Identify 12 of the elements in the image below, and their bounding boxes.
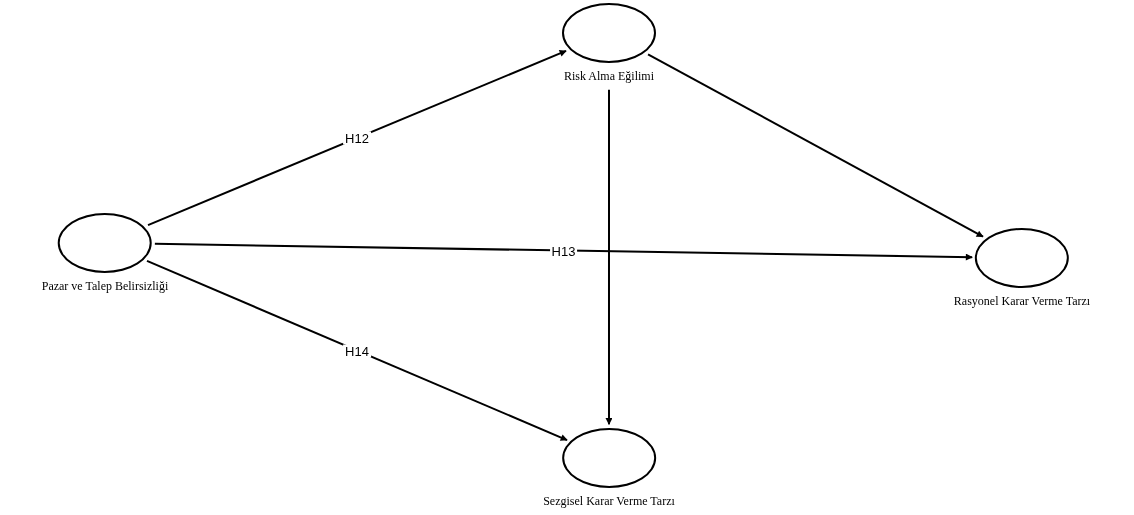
node-label: Risk Alma Eğilimi: [564, 69, 654, 84]
arrow: [153, 242, 974, 261]
node-label: Pazar ve Talep Belirsizliği: [41, 279, 169, 294]
edge-label: H13: [549, 244, 578, 257]
arrow: [647, 53, 984, 238]
arrow: [146, 259, 568, 442]
arrow: [147, 49, 567, 227]
node-label: Rasyonel Karar Verme Tarzı: [953, 294, 1091, 309]
edge-label: H14: [343, 344, 371, 357]
arrow: [605, 88, 613, 426]
edge-label: H12: [343, 131, 371, 145]
node-label: Sezgisel Karar Verme Tarzı: [543, 494, 675, 509]
